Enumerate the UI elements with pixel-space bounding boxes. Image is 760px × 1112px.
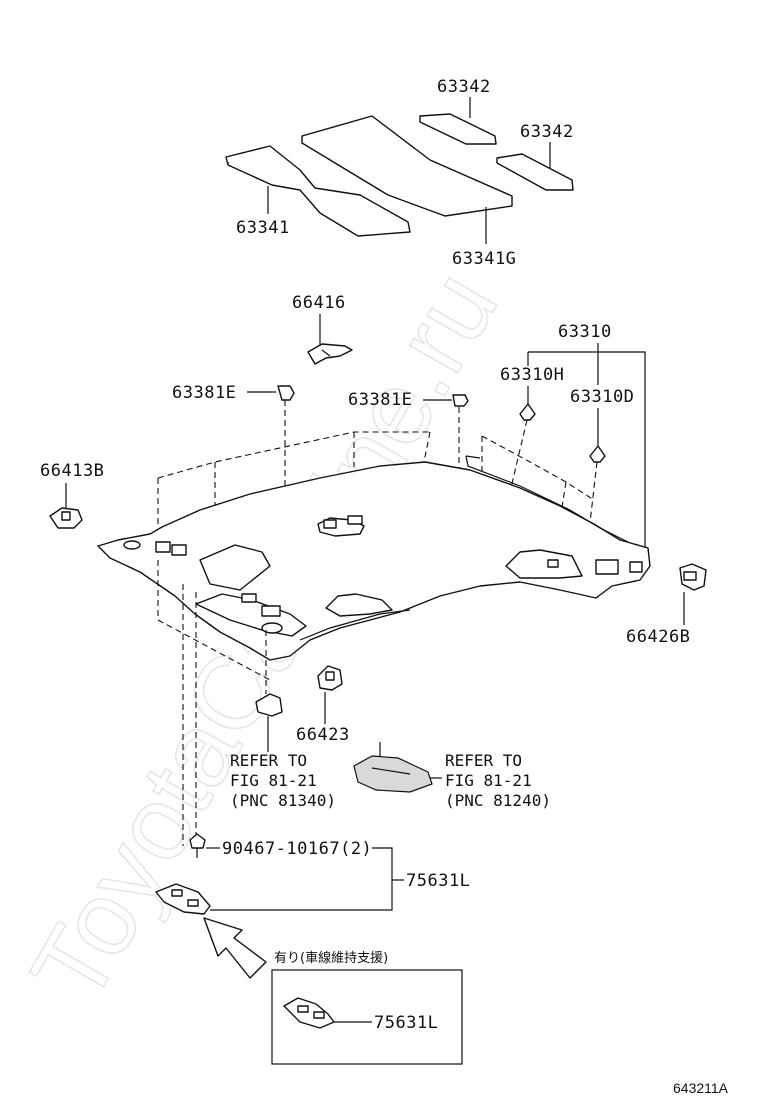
bracket-75631l-variant[interactable]	[283, 997, 335, 1029]
label-63310h: 63310H	[500, 365, 564, 385]
ref-left-line1: REFER TO	[230, 751, 307, 770]
ref-left-line2: FIG 81-21	[230, 771, 317, 790]
figure-code: 643211A	[673, 1080, 729, 1096]
label-75631l: 75631L	[406, 871, 470, 891]
label-90467-10167: 90467-10167(2)	[222, 839, 372, 859]
bracket-75631l[interactable]	[155, 883, 211, 915]
label-63341: 63341	[236, 218, 290, 238]
label-63310: 63310	[558, 322, 612, 342]
clip-63381e-right[interactable]	[452, 394, 469, 407]
ref-right-line1: REFER TO	[445, 751, 522, 770]
label-75631l-variant: 75631L	[374, 1013, 438, 1033]
ref-right-line2: FIG 81-21	[445, 771, 532, 790]
label-66426b: 66426B	[626, 627, 690, 647]
variant-box	[271, 969, 463, 1065]
map-lamp-refer-81240[interactable]	[353, 742, 433, 793]
pad-63342-upper[interactable]	[419, 113, 497, 145]
pad-63341g[interactable]	[301, 115, 513, 217]
variant-note: 有り(車線維持支援)	[274, 950, 388, 966]
ref-right-line3: (PNC 81240)	[445, 791, 551, 810]
clip-63310h[interactable]	[519, 403, 536, 421]
bracket-66426b[interactable]	[679, 563, 707, 591]
label-63342-upper: 63342	[437, 77, 491, 97]
label-63310d: 63310D	[570, 387, 634, 407]
pad-63342-lower[interactable]	[496, 153, 574, 191]
label-63381e-left: 63381E	[172, 383, 236, 403]
clip-66416[interactable]	[307, 343, 353, 365]
pad-63341[interactable]	[225, 145, 411, 237]
label-66416: 66416	[292, 293, 346, 313]
label-63381e-right: 63381E	[348, 390, 412, 410]
clip-refer-81340[interactable]	[255, 693, 283, 717]
clip-63381e-left[interactable]	[277, 385, 295, 401]
clip-63310d[interactable]	[589, 445, 606, 463]
label-63341g: 63341G	[452, 249, 516, 269]
bracket-66423[interactable]	[317, 665, 343, 691]
clip-90467-10167[interactable]	[189, 833, 206, 858]
bracket-66413b[interactable]	[49, 507, 83, 529]
label-66413b: 66413B	[40, 461, 104, 481]
ref-left-line3: (PNC 81340)	[230, 791, 336, 810]
label-66423: 66423	[296, 725, 350, 745]
label-63342-lower: 63342	[520, 122, 574, 142]
view-arrow	[203, 917, 267, 979]
headliner-63310[interactable]	[97, 455, 651, 661]
